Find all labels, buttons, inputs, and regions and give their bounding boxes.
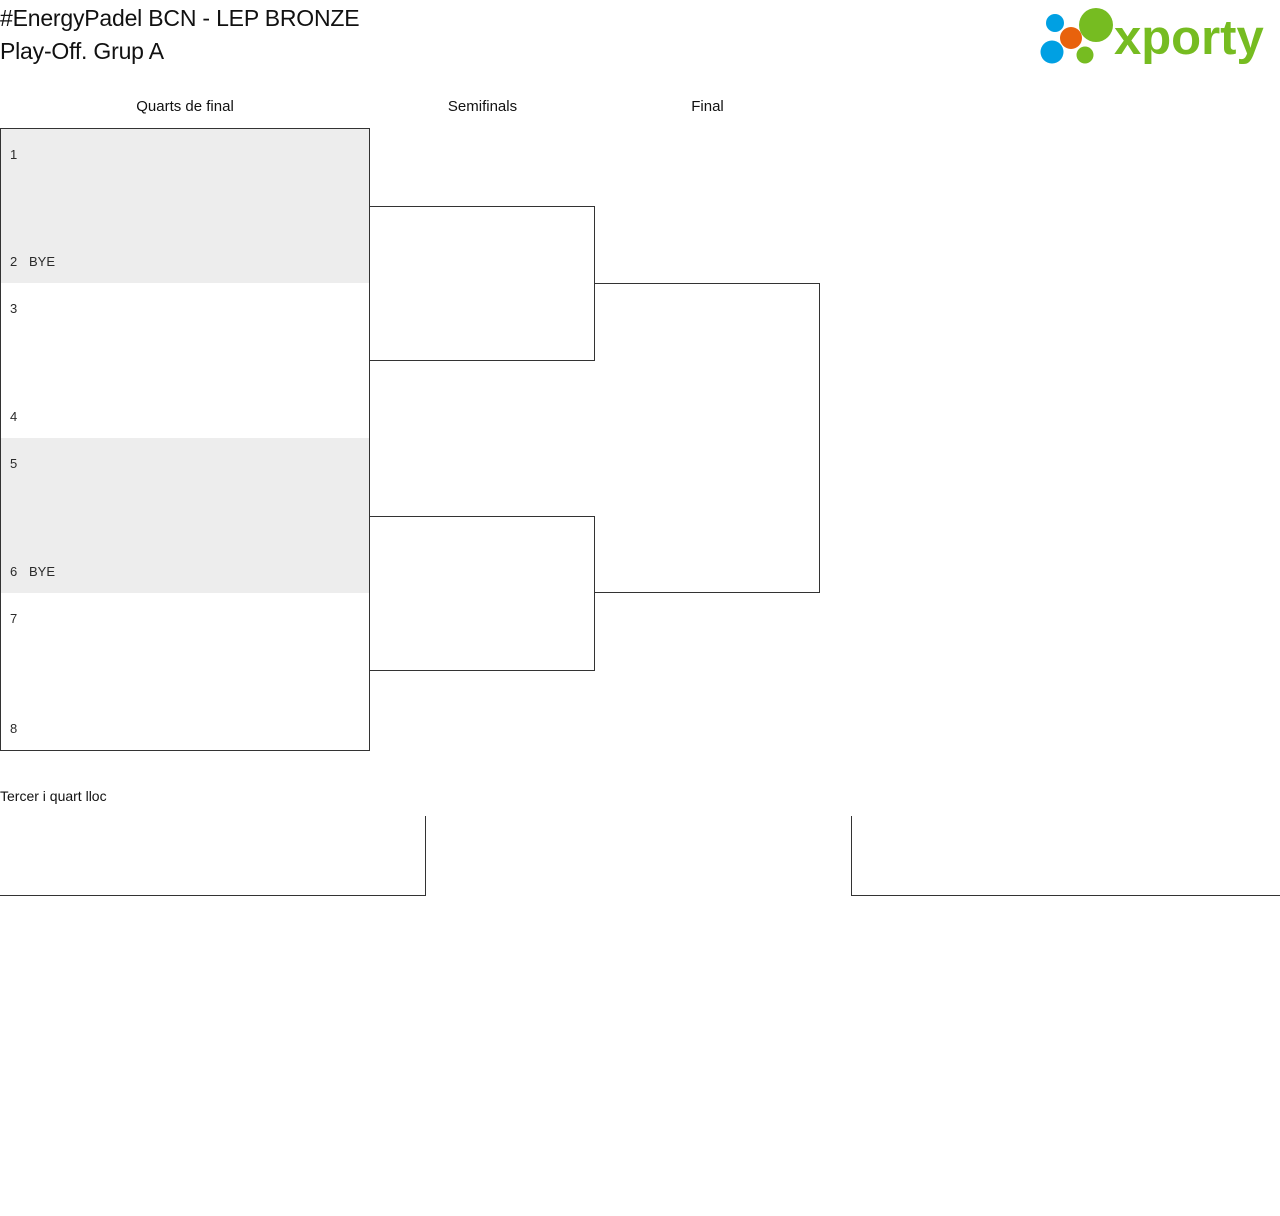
quarterfinal-match-1[interactable]: 1 2 BYE <box>0 128 370 284</box>
final-slot-bottom[interactable] <box>604 562 609 579</box>
final-bracket[interactable] <box>595 283 820 593</box>
seed-number: 8 <box>10 721 18 736</box>
page-title: #EnergyPadel BCN - LEP BRONZE Play-Off. … <box>0 5 360 64</box>
third-place-right-label <box>861 865 866 882</box>
seed-number: 7 <box>10 611 18 626</box>
semifinal-slot-top[interactable] <box>379 224 384 241</box>
player-name: BYE <box>29 564 56 579</box>
round-header-quarterfinals: Quarts de final <box>136 98 234 115</box>
final-slot-top[interactable] <box>604 301 609 318</box>
player-name: BYE <box>29 254 56 269</box>
third-place-title: Tercer i quart lloc <box>0 788 107 804</box>
semifinal-bracket-1[interactable] <box>370 206 595 361</box>
third-place-left-label <box>9 865 14 882</box>
xporty-logo: xporty <box>1026 4 1266 70</box>
semifinal-bracket-2[interactable] <box>370 516 595 671</box>
third-place-slot-left[interactable] <box>0 816 426 896</box>
logo-dot-green-small <box>1076 46 1094 64</box>
match-slot-top[interactable]: 5 <box>10 455 29 472</box>
match-slot-bottom[interactable]: 6 BYE <box>10 563 55 580</box>
seed-number: 6 <box>10 564 18 579</box>
match-slot-top[interactable]: 1 <box>10 146 29 163</box>
semifinal-slot-bottom[interactable] <box>379 330 384 347</box>
match-slot-top[interactable]: 7 <box>10 610 29 627</box>
match-slot-bottom[interactable]: 4 <box>10 408 29 425</box>
logo-dot-blue-bottom <box>1040 40 1064 64</box>
match-slot-bottom[interactable]: 2 BYE <box>10 253 55 270</box>
logo-dot-blue-top <box>1046 14 1064 32</box>
seed-number: 3 <box>10 301 18 316</box>
seed-number: 1 <box>10 147 18 162</box>
quarterfinal-match-2[interactable]: 3 4 <box>0 283 370 439</box>
third-place-slot-right[interactable] <box>851 816 1280 896</box>
semifinal-slot-bottom[interactable] <box>379 640 384 657</box>
seed-number: 4 <box>10 409 18 424</box>
quarterfinal-match-3[interactable]: 5 6 BYE <box>0 438 370 594</box>
seed-number: 5 <box>10 456 18 471</box>
match-slot-bottom[interactable]: 8 <box>10 720 29 737</box>
quarterfinal-match-4[interactable]: 7 8 <box>0 593 370 751</box>
seed-number: 2 <box>10 254 18 269</box>
match-slot-top[interactable]: 3 <box>10 300 29 317</box>
semifinal-slot-top[interactable] <box>379 534 384 551</box>
logo-dot-orange <box>1060 27 1082 49</box>
round-header-semifinals: Semifinals <box>447 98 518 115</box>
logo-dot-green-large <box>1079 8 1113 42</box>
round-header-final: Final <box>691 98 724 115</box>
logo-wordmark: xporty <box>1114 11 1264 65</box>
